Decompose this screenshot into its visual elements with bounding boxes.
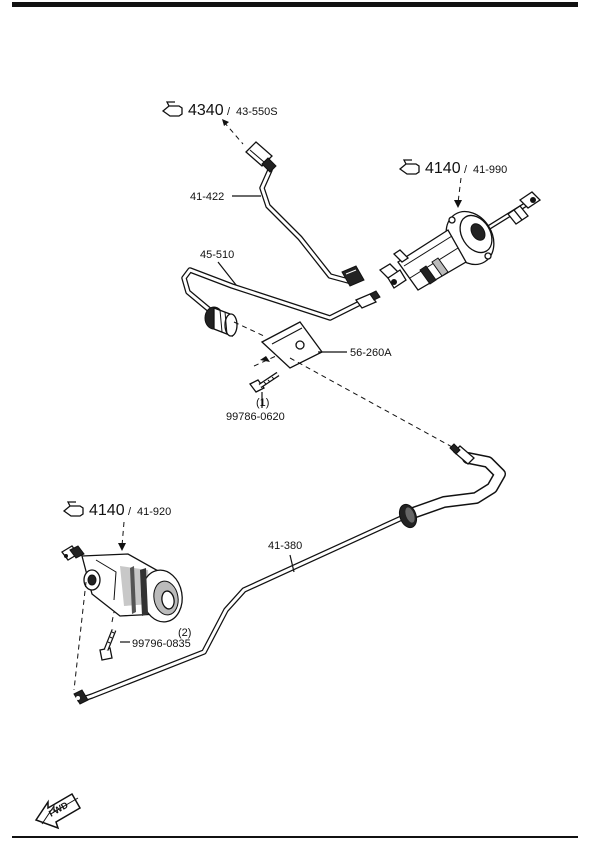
flare-nut-top [245,141,277,173]
hand-pointer-icon [398,159,420,175]
part-label-45-510: 45-510 [200,249,234,261]
ref-4340-group: 4340 [188,102,224,119]
ref-separator: / [128,506,132,518]
flare-nut-lower [341,265,365,287]
release-cylinder-dash [73,581,87,691]
part-label-99786-0620: 99786-0620 [226,411,285,423]
ref-4140-bottom-arrow [118,521,126,551]
pipe-45-510 [181,267,381,321]
ref-4340-code: 43-550S [236,106,278,118]
bracket-dash-2 [253,355,277,367]
ref-4140-top-group: 4140 [425,160,461,177]
damper-fitting [204,306,238,337]
pipe-41-380 [73,443,506,705]
bolt-top-qty: (1) [256,397,269,409]
ref-4140-top-arrow [454,177,462,208]
bracket-56-260A [260,321,323,369]
part-label-41-422: 41-422 [190,191,224,203]
bolt-bottom-dash [111,611,115,623]
bracket-dash-1 [233,321,265,337]
clutch-master-cylinder [378,191,542,291]
ref-4140-bottom-code: 41-920 [137,506,171,518]
hand-pointer-icon [161,101,183,117]
bolt-99796-0835 [99,629,117,661]
part-label-56-260A: 56-260A [350,347,392,359]
top-rule [12,2,578,7]
ref-separator: / [464,164,468,176]
pipe-41-422 [245,141,365,287]
part-label-41-380: 41-380 [268,540,302,552]
ref-4340-callout[interactable]: 4340 / 43-550S [161,101,278,119]
part-label-99796-0835: 99796-0835 [132,638,191,650]
clutch-release-cylinder [61,545,183,623]
bolt-99786-0620 [249,371,280,393]
ref-separator: / [227,106,231,118]
ref-4340-arrow [222,119,244,145]
ref-4140-top-callout[interactable]: 4140 / 41-990 [398,159,507,177]
bottom-rule [12,836,578,838]
hand-pointer-icon [62,501,84,517]
ref-4140-top-code: 41-990 [473,164,507,176]
fwd-arrow-icon: FWD [34,792,82,830]
ref-4140-bottom-group: 4140 [89,502,125,519]
ref-4140-bottom-callout[interactable]: 4140 / 41-920 [62,501,171,519]
leader-41-380 [289,554,295,573]
bolt-bottom-qty: (2) [178,627,191,639]
assembly-dash-line [289,357,455,449]
